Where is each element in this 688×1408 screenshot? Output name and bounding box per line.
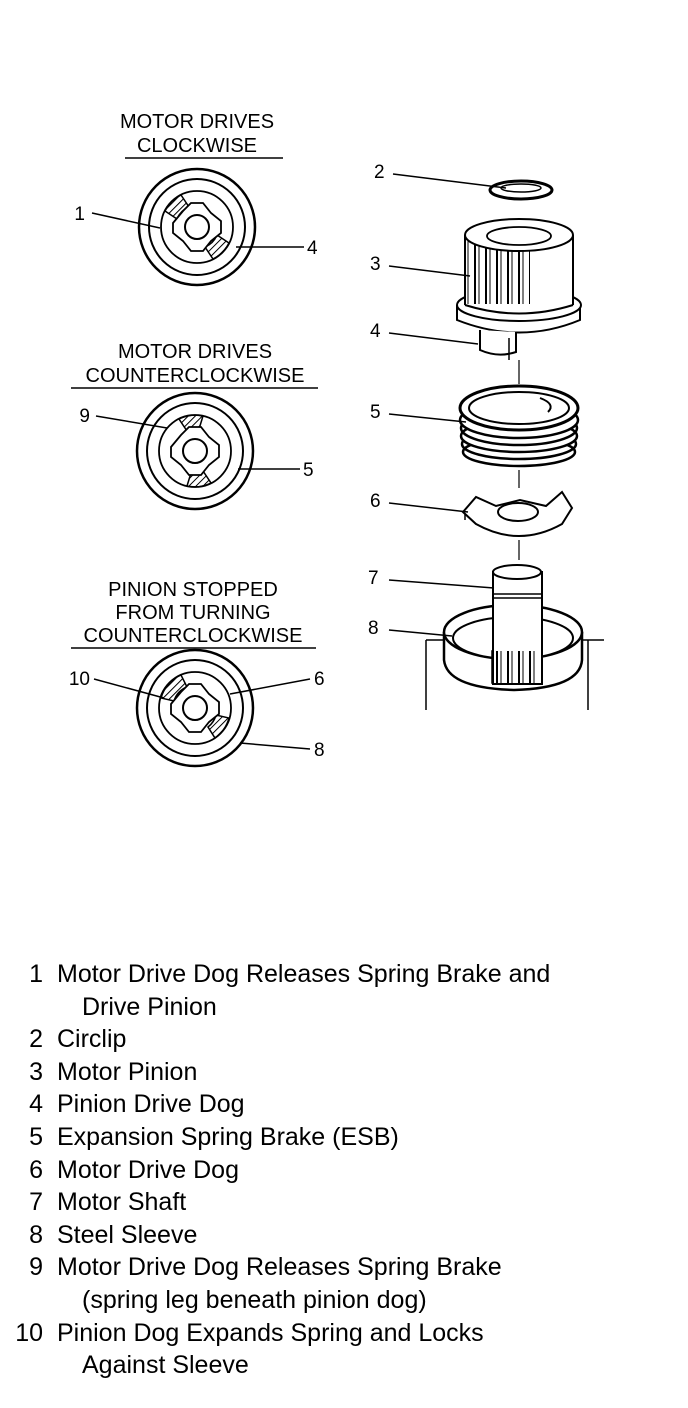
callout-10: 10 [69, 669, 90, 690]
legend-text: Steel Sleeve [57, 1220, 198, 1249]
legend-text: Circlip [57, 1025, 127, 1054]
callout-2: 2 [374, 162, 385, 183]
callout-5-exploded: 5 [370, 402, 381, 423]
legend-item-10-continued: Against Sleeve [0, 1349, 688, 1382]
legend-item-6: 6 Motor Drive Dog [0, 1154, 688, 1187]
heading-counterclockwise: MOTOR DRIVES COUNTERCLOCKWISE [71, 341, 318, 389]
legend-number: 9 [29, 1253, 43, 1282]
callout-7: 7 [368, 568, 379, 589]
legend-number: 5 [29, 1122, 43, 1151]
legend-number: 1 [29, 960, 43, 988]
heading-clockwise: MOTOR DRIVES CLOCKWISE [120, 111, 283, 159]
heading-counterclockwise-line1: MOTOR DRIVES [118, 341, 272, 363]
parts-legend: 1 Motor Drive Dog Releases Spring Brake a… [0, 958, 688, 1382]
legend-number: 3 [29, 1057, 43, 1086]
heading-stopped-line2: FROM TURNING [115, 602, 270, 624]
callout-3: 3 [370, 254, 381, 275]
leader-lines [91, 173, 507, 750]
heading-stopped-line3: COUNTERCLOCKWISE [84, 625, 303, 647]
callout-6-end-view: 6 [314, 669, 325, 690]
callout-4-end-view: 4 [307, 238, 318, 259]
legend-number: 6 [29, 1155, 43, 1184]
legend-text: Pinion Drive Dog [57, 1090, 245, 1119]
legend-text: Motor Drive Dog [57, 1155, 239, 1184]
legend-number: 4 [29, 1090, 43, 1119]
legend-item-5: 5 Expansion Spring Brake (ESB) [0, 1121, 688, 1154]
callout-6-exploded: 6 [370, 491, 381, 512]
callout-8-end-view: 8 [314, 740, 325, 761]
end-view-stopped [135, 648, 255, 768]
callout-4-exploded: 4 [370, 321, 381, 342]
legend-text: (spring leg beneath pinion dog) [82, 1285, 427, 1314]
heading-stopped: PINION STOPPED FROM TURNING COUNTERCLOCK… [71, 579, 316, 649]
callout-1: 1 [74, 204, 85, 225]
legend-item-1: 1 Motor Drive Dog Releases Spring Brake a… [0, 958, 688, 991]
legend-item-8: 8 Steel Sleeve [0, 1219, 688, 1252]
legend-item-4: 4 Pinion Drive Dog [0, 1088, 688, 1121]
legend-number: 8 [29, 1220, 43, 1249]
end-view-counterclockwise [135, 391, 255, 511]
heading-stopped-line1: PINION STOPPED [108, 579, 278, 601]
expansion-spring-brake [458, 384, 580, 468]
legend-item-1-continued: Drive Pinion [0, 991, 688, 1024]
callout-numbers: 1 4 9 5 10 6 8 2 3 4 5 6 7 8 [69, 162, 385, 761]
legend-number: 2 [29, 1025, 43, 1054]
legend-text: Expansion Spring Brake (ESB) [57, 1122, 399, 1151]
pinion-drive-dog-part [479, 330, 517, 360]
legend-text: Against Sleeve [82, 1351, 249, 1380]
legend-text: Motor Pinion [57, 1057, 198, 1086]
legend-item-10: 10 Pinion Dog Expands Spring and Locks [0, 1317, 688, 1350]
heading-counterclockwise-line2: COUNTERCLOCKWISE [86, 365, 305, 387]
legend-text: Motor Drive Dog Releases Spring Brake an… [57, 960, 551, 988]
motor-drive-dog-part [461, 490, 574, 537]
legend-text: Pinion Dog Expands Spring and Locks [57, 1318, 484, 1347]
legend-item-7: 7 Motor Shaft [0, 1186, 688, 1219]
legend-text: Drive Pinion [82, 992, 217, 1021]
legend-number: 7 [29, 1188, 43, 1217]
callout-5-end-view: 5 [303, 460, 314, 481]
legend-number: 10 [15, 1318, 43, 1347]
legend-item-9-continued: (spring leg beneath pinion dog) [0, 1284, 688, 1317]
heading-clockwise-line1: MOTOR DRIVES [120, 111, 274, 133]
esb-diagram: MOTOR DRIVES CLOCKWISE MOTOR DRIVES COUN… [69, 111, 604, 768]
legend-item-9: 9 Motor Drive Dog Releases Spring Brake [0, 1251, 688, 1284]
circlip [488, 179, 554, 201]
legend-item-3: 3 Motor Pinion [0, 1056, 688, 1089]
motor-pinion [456, 218, 582, 334]
callout-8-exploded: 8 [368, 618, 379, 639]
legend-text: Motor Shaft [57, 1188, 187, 1217]
motor-shaft [492, 564, 543, 685]
callout-9: 9 [79, 406, 90, 427]
heading-clockwise-line2: CLOCKWISE [137, 135, 257, 157]
end-view-clockwise [137, 167, 257, 287]
legend-text: Motor Drive Dog Releases Spring Brake [57, 1253, 502, 1282]
legend-item-2: 2 Circlip [0, 1023, 688, 1056]
